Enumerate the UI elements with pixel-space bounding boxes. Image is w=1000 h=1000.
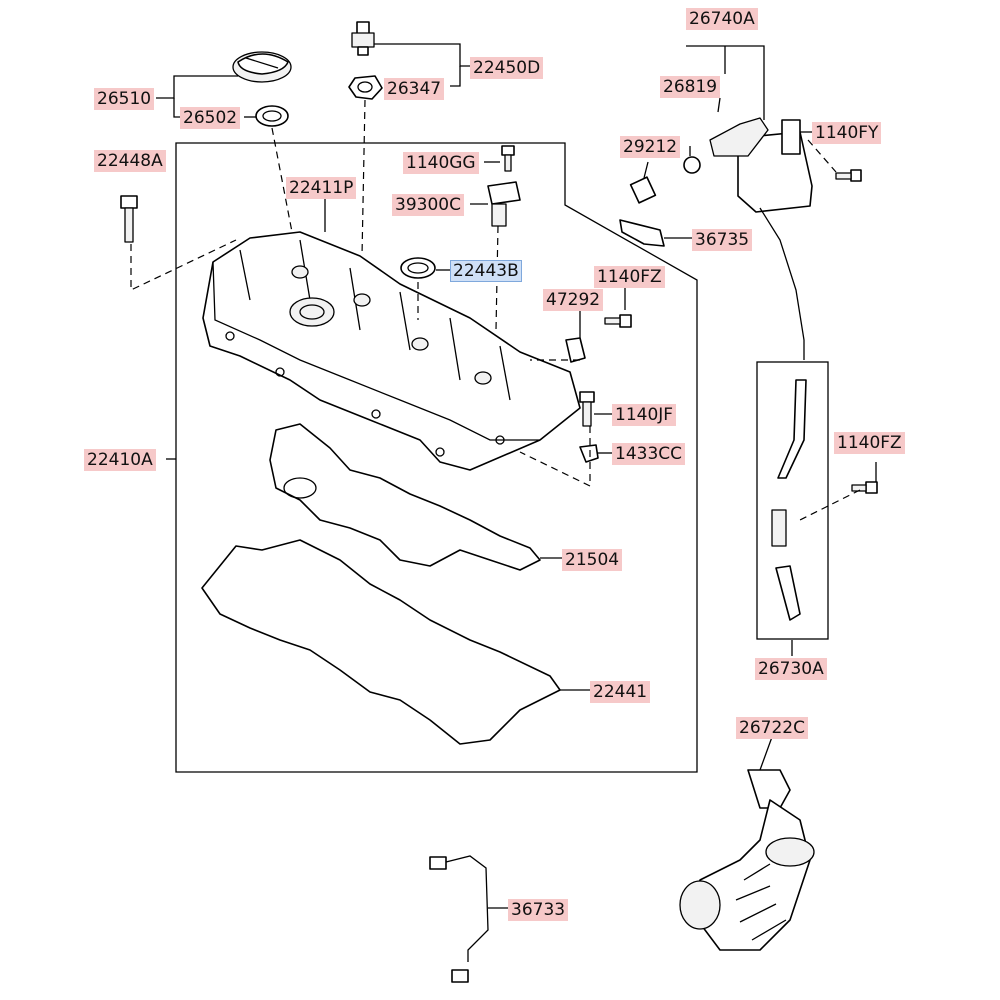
label-1433CC[interactable]: 1433CC (612, 443, 686, 465)
label-22411P[interactable]: 22411P (286, 177, 357, 199)
separator-oring[interactable] (683, 156, 701, 174)
label-1140JF[interactable]: 1140JF (612, 404, 677, 426)
wiring-harness[interactable] (429, 855, 489, 983)
sensor-bolt[interactable] (501, 145, 515, 172)
intake-hose[interactable] (679, 769, 815, 951)
mounting-bolt[interactable] (120, 195, 138, 243)
cylinder-head-cover[interactable] (202, 231, 581, 471)
label-22450D[interactable]: 22450D (470, 57, 544, 79)
label-26730A[interactable]: 26730A (755, 658, 827, 680)
label-36735[interactable]: 36735 (692, 229, 753, 251)
label-22410A[interactable]: 22410A (84, 449, 156, 471)
bracket-bolt[interactable] (604, 314, 632, 328)
separator-bolt[interactable] (835, 169, 862, 182)
label-47292[interactable]: 47292 (543, 289, 604, 311)
pcv-separator[interactable] (709, 117, 813, 213)
label-1140FZ-lower[interactable]: 1140FZ (834, 432, 905, 454)
sensor-seal[interactable] (348, 75, 383, 100)
label-26347[interactable]: 26347 (384, 78, 445, 100)
bracket[interactable] (565, 337, 586, 363)
breather-pipe (759, 207, 805, 360)
label-22443B-selected[interactable]: 22443B (450, 260, 522, 282)
assembly-frame (175, 142, 698, 773)
cam-position-sensor[interactable] (487, 181, 521, 227)
label-26722C[interactable]: 26722C (736, 717, 808, 739)
label-26819[interactable]: 26819 (660, 76, 721, 98)
hose-group-box (756, 361, 829, 640)
cap-gasket[interactable] (255, 105, 289, 127)
label-36733[interactable]: 36733 (508, 899, 569, 921)
label-21504[interactable]: 21504 (562, 549, 623, 571)
oring-seal[interactable] (400, 257, 436, 279)
temp-sensor[interactable] (351, 21, 375, 56)
label-1140GG[interactable]: 1140GG (403, 152, 479, 174)
inner-gasket[interactable] (269, 423, 541, 571)
label-1140FY[interactable]: 1140FY (812, 122, 882, 144)
cover-gasket[interactable] (201, 539, 561, 745)
cover-bolt[interactable] (579, 391, 595, 427)
label-22448A[interactable]: 22448A (94, 150, 166, 172)
label-29212[interactable]: 29212 (620, 136, 681, 158)
label-39300C[interactable]: 39300C (392, 194, 464, 216)
label-26510[interactable]: 26510 (94, 88, 155, 110)
pcv-hose[interactable] (771, 379, 807, 621)
label-1140FZ-upper[interactable]: 1140FZ (594, 266, 665, 288)
label-22441[interactable]: 22441 (590, 681, 651, 703)
oil-filler-cap[interactable] (232, 51, 292, 83)
label-26502[interactable]: 26502 (180, 107, 241, 129)
grommet[interactable] (579, 444, 599, 463)
label-26740A[interactable]: 26740A (686, 8, 758, 30)
pipe-connector[interactable] (629, 176, 657, 204)
clip-bracket[interactable] (619, 219, 665, 247)
